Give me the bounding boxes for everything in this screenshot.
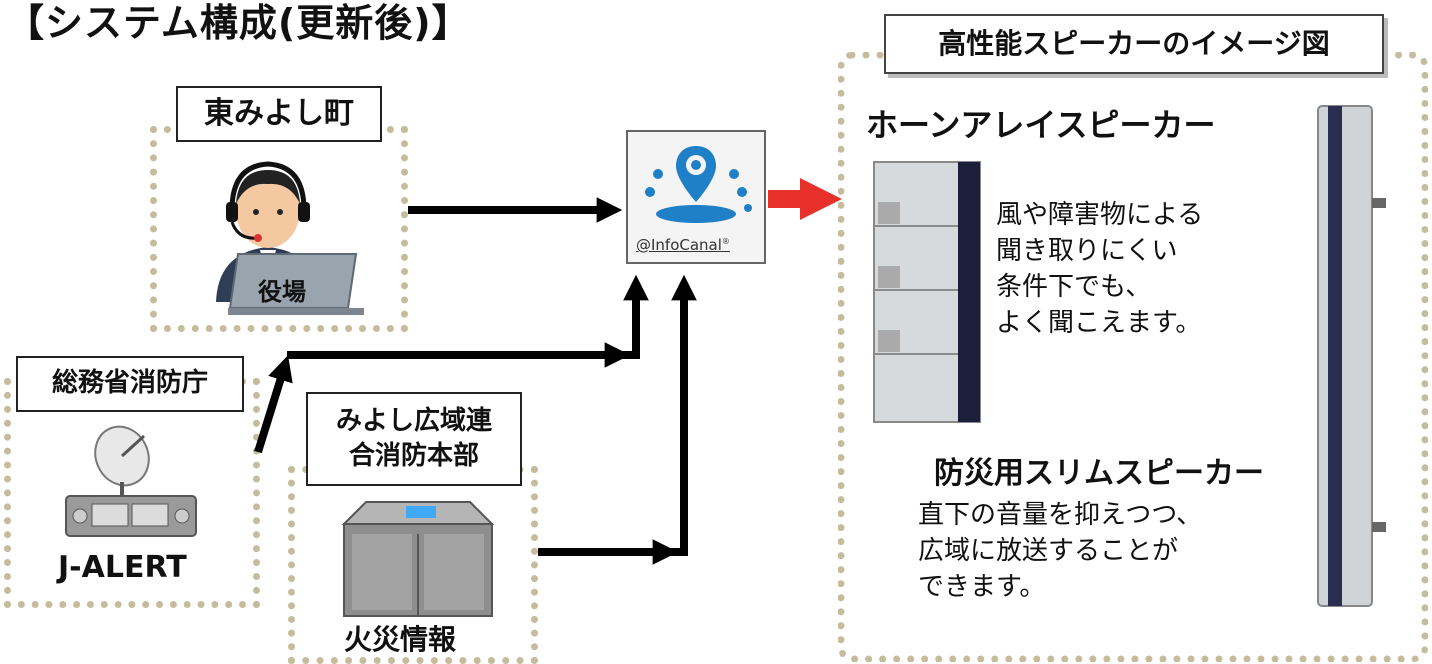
slim-speaker-illustration bbox=[1310, 102, 1400, 610]
satellite-dish-icon bbox=[65, 425, 197, 537]
slim-desc-line-3: できます。 bbox=[918, 571, 1046, 602]
infocanal-logo-text: @InfoCanal® bbox=[636, 236, 730, 254]
arrow-fire-to-hub bbox=[538, 274, 697, 556]
slim-speaker-description: 直下の音量を抑えつつ、 広域に放送することが できます。 bbox=[918, 498, 1202, 606]
fire-hq-caption: 火災情報 bbox=[344, 623, 457, 656]
infocanal-name: @InfoCanal bbox=[636, 236, 722, 254]
page-title: 【システム構成(更新後)】 bbox=[6, 1, 471, 45]
horn-speaker-description: 風や障害物による 聞き取りにくい 条件下でも、 よく聞こえます。 bbox=[996, 198, 1203, 342]
horn-desc-line-3: 条件下でも、 bbox=[996, 271, 1152, 302]
horn-desc-line-4: よく聞こえます。 bbox=[996, 307, 1202, 338]
slim-desc-line-2: 広域に放送することが bbox=[918, 535, 1179, 566]
slim-desc-line-1: 直下の音量を抑えつつ、 bbox=[918, 500, 1203, 530]
infocanal-hub: @InfoCanal® bbox=[626, 130, 766, 264]
fire-hq-label: みよし広域連 合消防本部 bbox=[306, 392, 522, 486]
fire-console-illustration bbox=[336, 494, 500, 618]
infocanal-trademark: ® bbox=[721, 237, 730, 246]
speaker-panel-header: 高性能スピーカーのイメージ図 bbox=[884, 14, 1384, 74]
laptop-illustration bbox=[228, 252, 364, 316]
fdma-label: 総務省消防庁 bbox=[16, 356, 244, 412]
laptop-icon bbox=[228, 253, 364, 315]
horn-speaker-icon bbox=[873, 161, 981, 423]
slim-speaker-icon bbox=[1317, 105, 1386, 607]
horn-speaker-title: ホーンアレイスピーカー bbox=[866, 106, 1216, 144]
slim-speaker-title: 防災用スリムスピーカー bbox=[934, 456, 1264, 491]
control-console-icon bbox=[341, 501, 495, 617]
j-alert-receiver bbox=[62, 422, 200, 542]
town-label: 東みよし町 bbox=[176, 86, 382, 142]
arrow-fdma-diagonal bbox=[254, 355, 293, 454]
horn-array-speaker-illustration bbox=[870, 158, 984, 426]
horn-desc-line-1: 風や障害物による bbox=[996, 200, 1204, 230]
fire-hq-label-line2: 合消防本部 bbox=[348, 441, 479, 471]
fdma-caption: J-ALERT bbox=[58, 550, 187, 585]
infocanal-logo-icon bbox=[645, 146, 752, 223]
horn-desc-line-2: 聞き取りにくい bbox=[996, 235, 1178, 266]
fire-hq-label-line1: みよし広域連 bbox=[335, 405, 492, 436]
town-caption: 役場 bbox=[258, 278, 306, 306]
output-arrow bbox=[768, 178, 842, 220]
